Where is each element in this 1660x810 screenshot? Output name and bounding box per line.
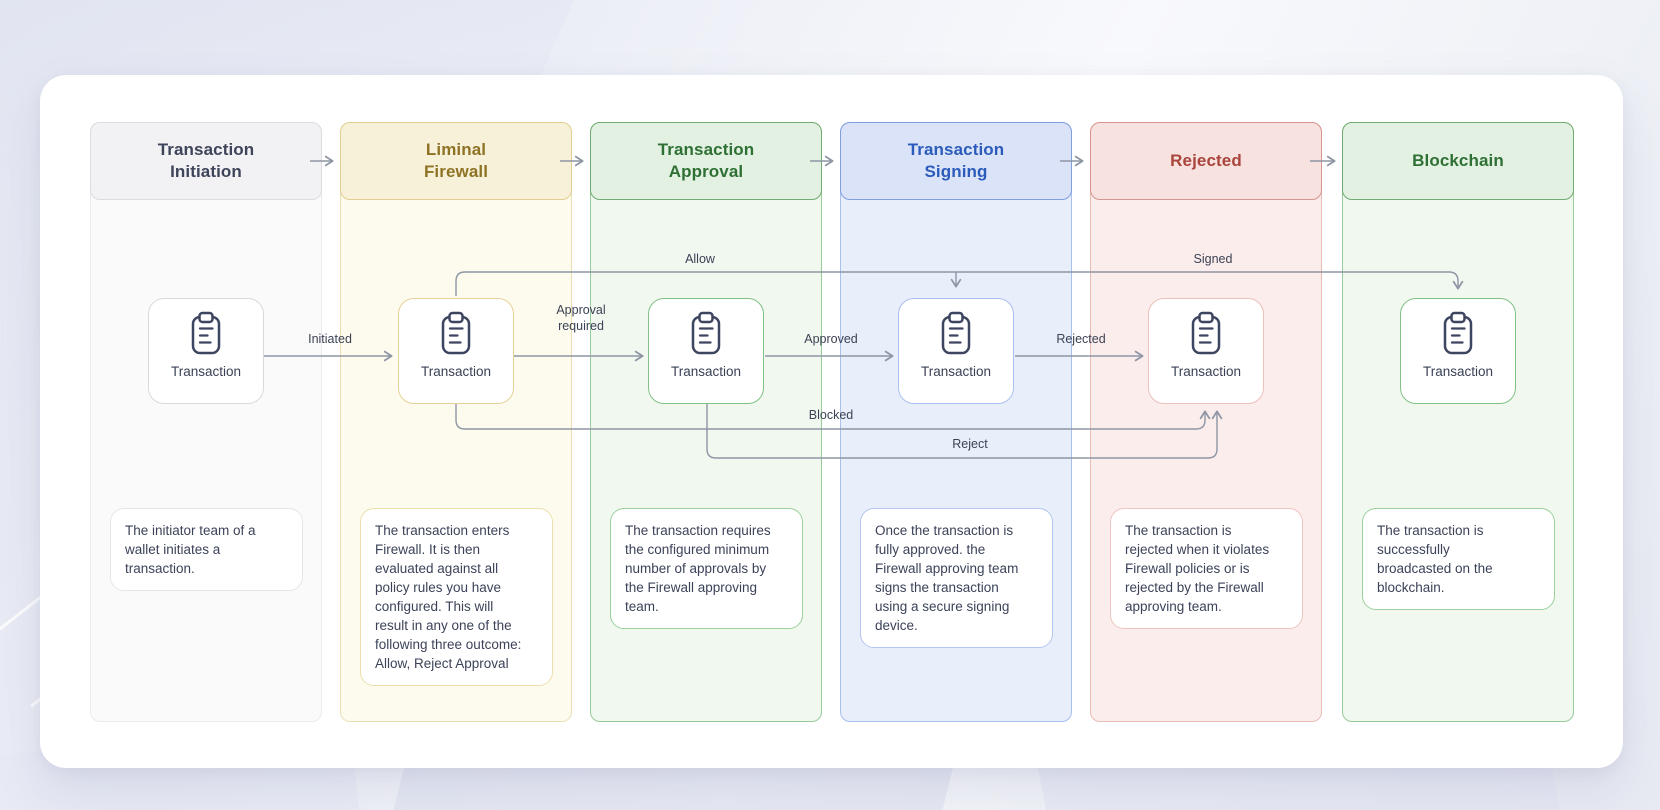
edge-label-reject: Reject — [952, 437, 988, 451]
transaction-node: Transaction — [898, 298, 1014, 404]
column-title: Transaction Initiation — [157, 140, 255, 181]
edge-label-allow: Allow — [685, 252, 715, 266]
description-box: The transaction enters Firewall. It is t… — [360, 508, 553, 686]
edge-label-rejected: Rejected — [1056, 332, 1106, 346]
column-header: Transaction Initiation — [90, 122, 322, 200]
column-title: Liminal Firewall — [423, 140, 489, 181]
column-title: Transaction Approval — [657, 140, 755, 181]
description-box: The transaction requires the configured … — [610, 508, 803, 629]
column-header: Transaction Signing — [840, 122, 1072, 200]
clipboard-icon — [191, 311, 221, 355]
clipboard-icon — [1191, 311, 1221, 355]
node-label: Transaction — [670, 364, 742, 379]
column-header: Liminal Firewall — [340, 122, 572, 200]
node-label: Transaction — [920, 364, 992, 379]
edge-label-approved: Approved — [804, 332, 858, 346]
node-label: Transaction — [420, 364, 492, 379]
column-header: Rejected — [1090, 122, 1322, 200]
column-title: Blockchain — [1412, 151, 1504, 170]
description-box: The initiator team of a wallet initiates… — [110, 508, 303, 591]
column-transaction-initiation: Transaction Initiation Transaction The i… — [90, 122, 322, 722]
edge-label-approval-required: Approval required — [556, 303, 606, 333]
edge-label-signed: Signed — [1193, 252, 1233, 266]
column-liminal-firewall: Liminal Firewall Transaction The transac… — [340, 122, 572, 722]
transaction-node: Transaction — [1148, 298, 1264, 404]
transaction-node: Transaction — [398, 298, 514, 404]
description-box: The transaction is successfully broadcas… — [1362, 508, 1555, 610]
node-label: Transaction — [1170, 364, 1242, 379]
clipboard-icon — [941, 311, 971, 355]
column-transaction-approval: Transaction Approval Transaction The tra… — [590, 122, 822, 722]
column-header: Transaction Approval — [590, 122, 822, 200]
transaction-node: Transaction — [148, 298, 264, 404]
column-title: Transaction Signing — [907, 140, 1005, 181]
column-transaction-signing: Transaction Signing Transaction Once the… — [840, 122, 1072, 722]
node-label: Transaction — [170, 364, 242, 379]
column-blockchain: Blockchain Transaction The transaction i… — [1342, 122, 1574, 722]
edge-label-initiated: Initiated — [308, 332, 352, 346]
description-box: Once the transaction is fully approved. … — [860, 508, 1053, 648]
transaction-node: Transaction — [648, 298, 764, 404]
description-box: The transaction is rejected when it viol… — [1110, 508, 1303, 629]
clipboard-icon — [691, 311, 721, 355]
column-header: Blockchain — [1342, 122, 1574, 200]
clipboard-icon — [441, 311, 471, 355]
column-title: Rejected — [1170, 151, 1242, 170]
clipboard-icon — [1443, 311, 1473, 355]
edge-label-blocked: Blocked — [808, 408, 854, 422]
transaction-node: Transaction — [1400, 298, 1516, 404]
node-label: Transaction — [1422, 364, 1494, 379]
column-rejected: Rejected Transaction The transaction is … — [1090, 122, 1322, 722]
